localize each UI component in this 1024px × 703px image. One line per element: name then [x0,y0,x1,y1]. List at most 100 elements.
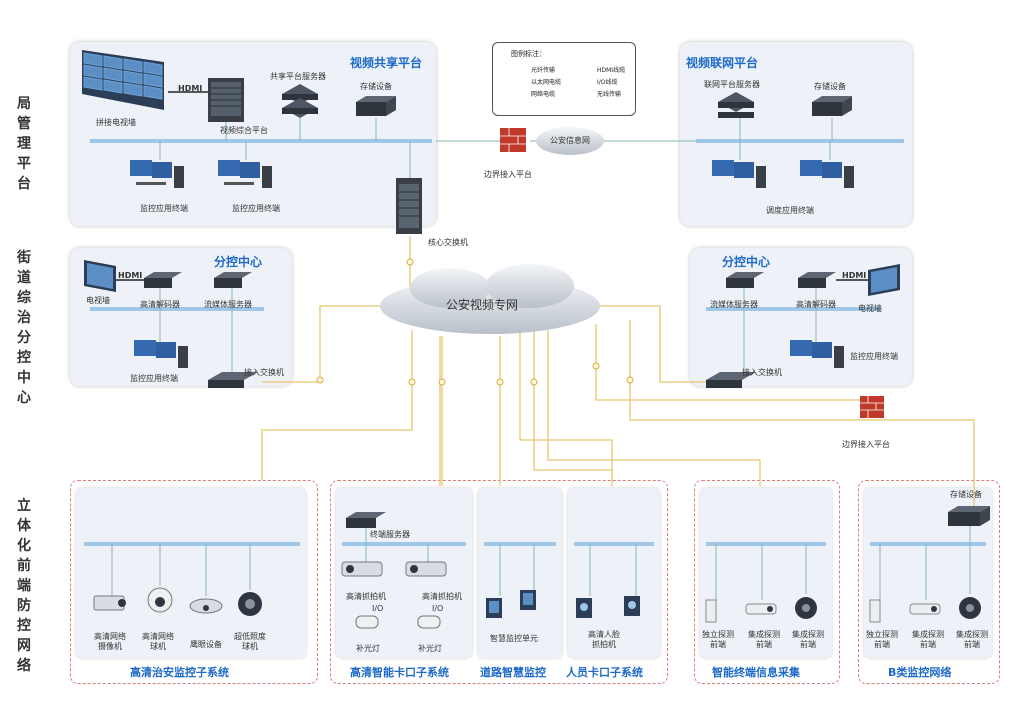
label-fill-light-1: 补光灯 [356,644,380,653]
label-hdmi-left: HDMI [118,271,143,280]
label-video-platform: 视频综合平台 [220,126,268,135]
face-capture-2-icon [624,596,640,616]
label-access-switch-left: 接入交换机 [244,368,284,377]
label-border-access-top: 边界接入平台 [484,170,532,179]
label-monitor-term-1: 监控应用终端 [140,204,188,213]
dispatch-terminal-2 [800,160,854,188]
hd-network-camera-icon [93,595,126,611]
side-label-street: 街道综治分控中心 [17,250,31,406]
cloud-police-info-net [536,127,604,155]
hd-capture-1-icon [341,561,383,577]
probe-2a-icon [869,599,881,623]
label-hd-decoder-right: 高清解码器 [796,300,836,309]
probe-2c-icon [959,597,981,619]
label-probe-2a: 独立探测 前端 [866,630,898,649]
share-server-icon [282,84,318,118]
label-face-capture: 高清人脸 抓拍机 [588,630,620,649]
label-storage-b: 存储设备 [950,490,982,499]
label-hd-decoder-left: 高清解码器 [140,300,180,309]
label-hd-capture-2: 高清抓拍机 [422,592,462,601]
storage-icon-right [812,96,852,116]
storage-icon-left [356,96,396,116]
access-switch-left-icon [208,372,258,388]
label-police-net: 公安信息网 [550,136,590,145]
stream-server-right-icon [726,272,764,288]
tv-wall-right-icon [868,264,900,296]
label-tv-wall-right: 电视墙 [858,304,882,313]
label-hdmi: HDMI [178,84,203,93]
label-probe-1c: 集成探测 前端 [792,630,824,649]
legend-item-hdmi: HDMI线缆 [597,67,626,74]
label-cam-3: 鹰眼设备 [190,640,222,649]
label-probe-2c: 集成探测 前端 [956,630,988,649]
monitor-terminal-1 [130,160,184,188]
subtitle-class-b: B类监控网络 [888,666,952,679]
panel-video-network [680,42,912,226]
frame-smart-terminal [694,480,840,684]
label-fill-light-2: 补光灯 [418,644,442,653]
monitor-terminal-right-icon [790,340,844,368]
label-tv-wall-left: 电视墙 [86,296,110,305]
label-probe-1b: 集成探测 前端 [748,630,780,649]
label-monitor-term-2: 监控应用终端 [232,204,280,213]
label-border-access-bottom: 边界接入平台 [842,440,890,449]
legend-item-fiber: 光纤传输 [531,67,556,74]
label-access-switch-right: 接入交换机 [742,368,782,377]
eagle-eye-icon [189,598,223,614]
probe-1c-icon [795,597,817,619]
label-cam-1: 高清网络 摄像机 [94,632,126,651]
panel-title-sub-center-left: 分控中心 [214,255,263,269]
frame-class-b [858,480,1000,684]
net-server-icon [718,92,754,118]
probe-1b-icon [745,603,777,615]
subtitle-hd-security: 高清治安监控子系统 [130,666,229,679]
probe-1a-icon [705,599,717,623]
frame-checkpoint-group [330,480,668,684]
hd-decoder-right-icon [798,272,836,288]
fill-light-2-icon [417,615,441,629]
access-switch-right-icon [706,372,756,388]
legend-item-io: I/O线缆 [597,79,618,86]
side-label-bureau: 局管理平台 [17,96,31,192]
legend-item-wireless: 无线传输 [597,91,622,98]
panel-title-sub-center-right: 分控中心 [722,255,771,269]
fiber-lines [261,236,975,510]
legend-title: 图例标注： [511,50,546,58]
label-hd-capture-1: 高清抓拍机 [346,592,386,601]
label-net-server: 联网平台服务器 [704,80,760,89]
label-monitor-term-left: 监控应用终端 [130,374,178,383]
label-cam-4: 超低照度 球机 [234,632,266,651]
subtitle-smart-terminal: 智能终端信息采集 [712,666,800,679]
frame-hd-security [70,480,318,684]
dispatch-terminal-1 [712,160,766,188]
monitor-terminal-left-icon [134,340,188,368]
label-smart-unit: 智慧监控单元 [490,634,538,643]
label-share-server: 共享平台服务器 [270,72,326,81]
subtitle-road-monitor: 道路智慧监控 [480,666,546,679]
label-stream-server-left: 流媒体服务器 [204,300,252,309]
hd-decoder-left-icon [144,272,182,288]
label-hdmi-right: HDMI [842,271,867,280]
legend-item-ethernet: 以太网电缆 [531,79,562,86]
video-wall [82,50,164,110]
subtitle-hd-checkpoint: 高清智能卡口子系统 [350,666,449,679]
sub-smart-terminal [700,488,832,658]
label-storage-right: 存储设备 [814,82,846,91]
label-io-2: I/O [432,604,444,613]
label-core-switch: 核心交换机 [428,238,468,247]
label-dispatch-term: 调度应用终端 [766,206,814,215]
smart-unit-1-icon [486,598,502,618]
panel-title-video-network: 视频联网平台 [686,56,759,70]
label-stream-server-right: 流媒体服务器 [710,300,758,309]
legend-item-network: 网络电缆 [531,91,556,98]
stream-server-left-icon [214,272,252,288]
police-video-cloud [380,264,600,334]
core-switch-icon [396,178,422,234]
tv-wall-left-icon [84,260,116,292]
low-light-dome-icon [238,592,262,616]
label-police-video-net: 公安视频专网 [446,298,519,312]
probe-2b-icon [909,603,941,615]
label-probe-1a: 独立探测 前端 [702,630,734,649]
terminal-server-icon [346,512,386,528]
